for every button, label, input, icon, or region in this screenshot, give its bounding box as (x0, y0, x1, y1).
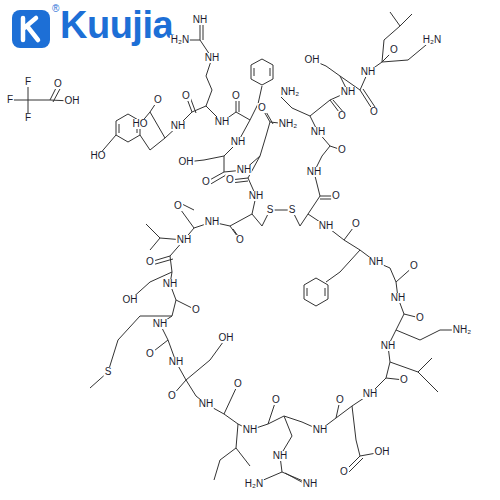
atom-label: O (389, 45, 399, 55)
atom-label: O (369, 107, 379, 117)
atom-label: NH (236, 165, 252, 175)
atom-label: O (167, 391, 177, 401)
atom-label: OH (64, 96, 81, 106)
atom-label: S (104, 367, 113, 377)
atom-label: H₂N (422, 35, 442, 45)
atom-label: O (271, 395, 281, 405)
atom-label: NH (214, 117, 230, 127)
atom-label: O (257, 103, 267, 113)
atom-label: F (24, 113, 32, 123)
atom-label: O (145, 349, 155, 359)
atom-label: O (235, 235, 245, 245)
atom-label: OH (122, 295, 139, 305)
atom-label: NH (312, 425, 328, 435)
atom-label: O (225, 175, 235, 185)
atom-label: O (415, 313, 425, 323)
atom-label: O (399, 375, 409, 385)
atom-label: NH (302, 479, 318, 489)
registered-mark: ® (52, 4, 59, 14)
atom-label: NH (168, 357, 184, 367)
atom-label: OH (218, 333, 235, 343)
atom-label: NH₂ (280, 87, 300, 97)
atom-label: NH (306, 167, 322, 177)
atom-label: NH (204, 217, 220, 227)
atom-label: NH (368, 257, 384, 267)
atom-label: H₂N (170, 35, 190, 45)
atom-label: O (337, 111, 347, 121)
atom-label: O (145, 257, 155, 267)
atom-label: O (409, 261, 419, 271)
atom-label: O (351, 219, 361, 229)
atom-label: NH (242, 425, 258, 435)
atom-label: NH (310, 127, 326, 137)
atom-label: NH (198, 399, 214, 409)
atom-label: OH (374, 447, 391, 457)
atom-label: NH (162, 279, 178, 289)
atom-label: NH (380, 341, 396, 351)
atom-label: HO (90, 151, 107, 161)
atom-label: OH (178, 157, 195, 167)
atom-label: O (233, 379, 243, 389)
atom-label: O (335, 395, 345, 405)
atom-label: O (337, 145, 347, 155)
atom-label: F (24, 77, 32, 87)
atom-label: OH (304, 55, 321, 65)
atom-label: S (266, 205, 275, 215)
atom-label: NH (176, 235, 192, 245)
atom-label: NH₂ (278, 119, 298, 129)
atom-label: NH₂ (452, 325, 472, 335)
atom-label: O (153, 95, 163, 105)
atom-label: O (231, 91, 241, 101)
atom-label: NH (390, 293, 406, 303)
atom-label: O (181, 91, 191, 101)
atom-label: NH (360, 67, 376, 77)
atom-label: O (201, 177, 211, 187)
atom-label: HO (132, 119, 149, 129)
atom-label: NH (272, 451, 288, 461)
atom-label: F (6, 95, 14, 105)
atom-label: O (173, 201, 183, 211)
atom-label: NH (362, 389, 378, 399)
atom-label: O (339, 467, 349, 477)
atom-label: NH (152, 319, 168, 329)
atom-label: NH (248, 191, 264, 201)
atom-label: H₂N (244, 479, 264, 489)
atom-label: O (191, 305, 201, 315)
atom-label: NH (318, 221, 334, 231)
atom-label: NH (340, 87, 356, 97)
logo-icon (12, 10, 50, 48)
atom-label: O (53, 79, 63, 89)
atom-label: O (331, 191, 341, 201)
atom-label: NH (170, 121, 186, 131)
atom-label: S (288, 205, 297, 215)
bonds (10, 12, 462, 487)
brand-name: Kuujia (60, 6, 173, 44)
atom-label: NH (230, 137, 246, 147)
atom-label: NH (192, 15, 208, 25)
atom-label: NH (204, 53, 220, 63)
